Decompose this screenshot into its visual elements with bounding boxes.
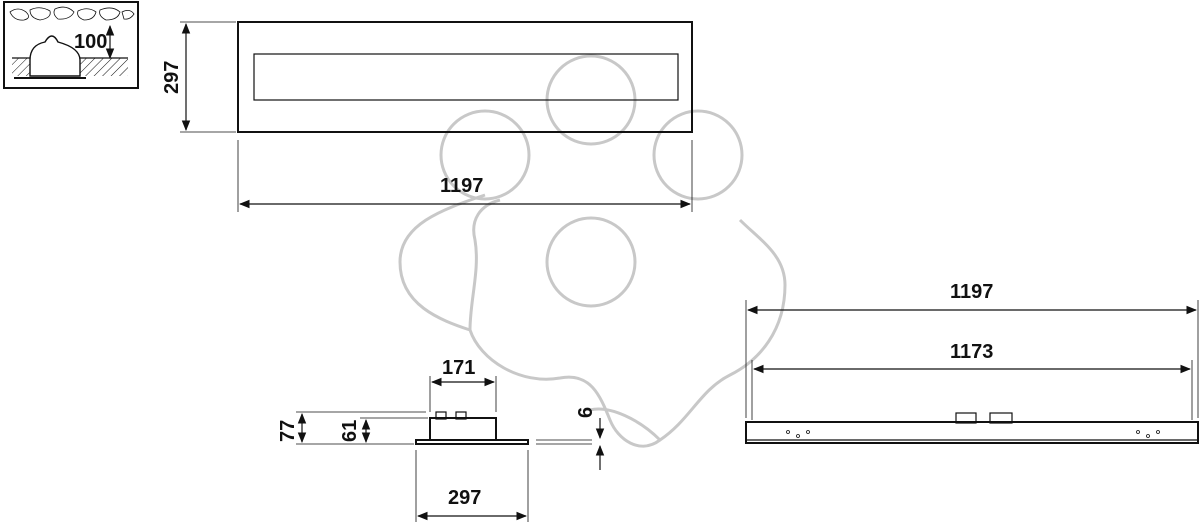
installation-icon: 100 <box>3 1 139 89</box>
luminaire-silhouette-icon <box>29 35 81 77</box>
top-view: 297 1197 <box>161 21 693 212</box>
install-depth-label: 100 <box>74 31 107 53</box>
side-view-housing <box>429 417 497 441</box>
front-inner-length-label: 1173 <box>950 341 993 363</box>
front-view-driver-right <box>989 412 1013 424</box>
side-view-clip-left <box>435 411 447 420</box>
side-view-clip-right <box>455 411 467 420</box>
watermark-logo <box>398 54 787 448</box>
front-outer-length-label: 1197 <box>950 281 993 303</box>
front-view-screws <box>786 430 1160 438</box>
front-view: 1197 1173 <box>745 281 1199 444</box>
side-bottom-width-label: 297 <box>448 487 481 509</box>
side-view: 171 77 61 6 297 <box>277 357 605 522</box>
side-view-frame <box>415 439 529 445</box>
top-view-length-label: 1197 <box>440 175 483 197</box>
side-rim-label: 6 <box>575 407 597 418</box>
top-view-diffuser <box>253 53 679 101</box>
ceiling-texture <box>9 6 135 21</box>
top-view-depth-label: 297 <box>161 61 183 94</box>
side-total-height-label: 77 <box>277 420 299 442</box>
front-view-body <box>745 421 1199 444</box>
top-view-outline <box>237 21 693 133</box>
front-view-driver-left <box>955 412 977 424</box>
side-body-height-label: 61 <box>339 420 361 442</box>
side-top-width-label: 171 <box>442 357 475 379</box>
